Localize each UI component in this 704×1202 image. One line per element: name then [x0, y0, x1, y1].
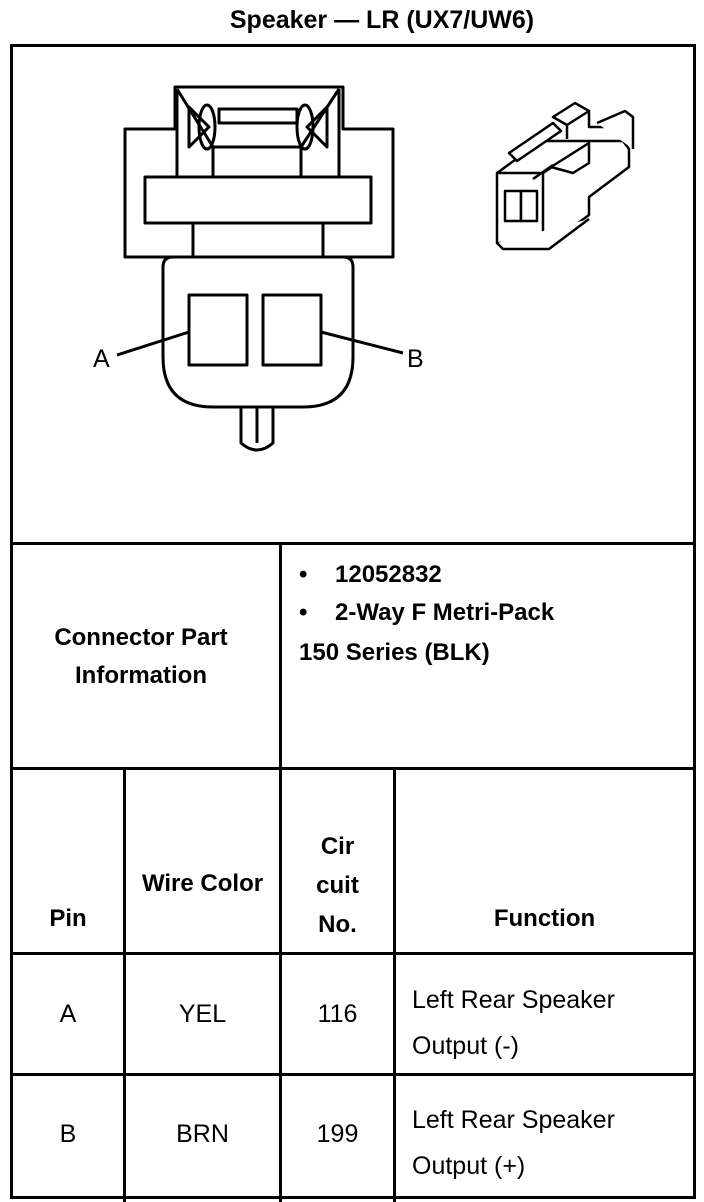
pin-b-cavity: [261, 293, 323, 367]
header-pin: Pin: [49, 905, 87, 932]
row-a-wire-color: YEL: [178, 1000, 227, 1028]
row-b-wire-color: BRN: [176, 1120, 229, 1148]
connector-type: 2-Way F Metri-Pack: [335, 599, 555, 626]
page-title: Speaker — LR (UX7/UW6): [229, 6, 535, 34]
connector-type-item: • 2-Way F Metri-Pack: [299, 599, 554, 627]
row-a-function-line1: Left Rear Speaker: [412, 986, 615, 1014]
header-circuit-line3: No.: [318, 911, 357, 938]
connector-crossbar: [143, 175, 373, 225]
bullet-glyph: •: [299, 561, 308, 588]
row-b-circuit: 199: [316, 1120, 359, 1148]
row-a-function-line2: Output (-): [412, 1032, 519, 1060]
header-circuit: Cir cuit No.: [282, 827, 393, 944]
bullet-glyph: •: [299, 599, 308, 626]
row-b-pin: B: [59, 1120, 77, 1148]
connector-info-label: Connector Part Information: [54, 624, 228, 689]
row-b-function: Left Rear Speaker Output (+): [412, 1097, 692, 1189]
connector-key: [239, 407, 275, 452]
row-b-function-line1: Left Rear Speaker: [412, 1106, 615, 1134]
connector-series: 150 Series (BLK): [299, 639, 490, 666]
row-a-pin: A: [59, 1000, 77, 1028]
pin-b-label: B: [407, 345, 424, 373]
connector-latch: [123, 85, 395, 259]
part-number: 12052832: [335, 561, 442, 588]
header-circuit-line1: Cir: [320, 833, 355, 860]
pin-a-label: A: [93, 345, 110, 373]
row-a-function: Left Rear Speaker Output (-): [412, 977, 692, 1069]
header-circuit-line2: cuit: [316, 872, 359, 899]
connector-sheet: A B Connector Part Information • 12052832: [10, 44, 696, 1202]
connector-iso-view: [495, 101, 635, 251]
pin-a-cavity: [187, 293, 249, 367]
connector-drawing: A B: [93, 85, 635, 452]
part-number-item: • 12052832: [299, 561, 442, 589]
header-function: Function: [493, 905, 596, 932]
header-wire-color: Wire Color: [141, 870, 264, 897]
row-b-function-line2: Output (+): [412, 1152, 526, 1180]
row-a-circuit: 116: [317, 1000, 358, 1028]
